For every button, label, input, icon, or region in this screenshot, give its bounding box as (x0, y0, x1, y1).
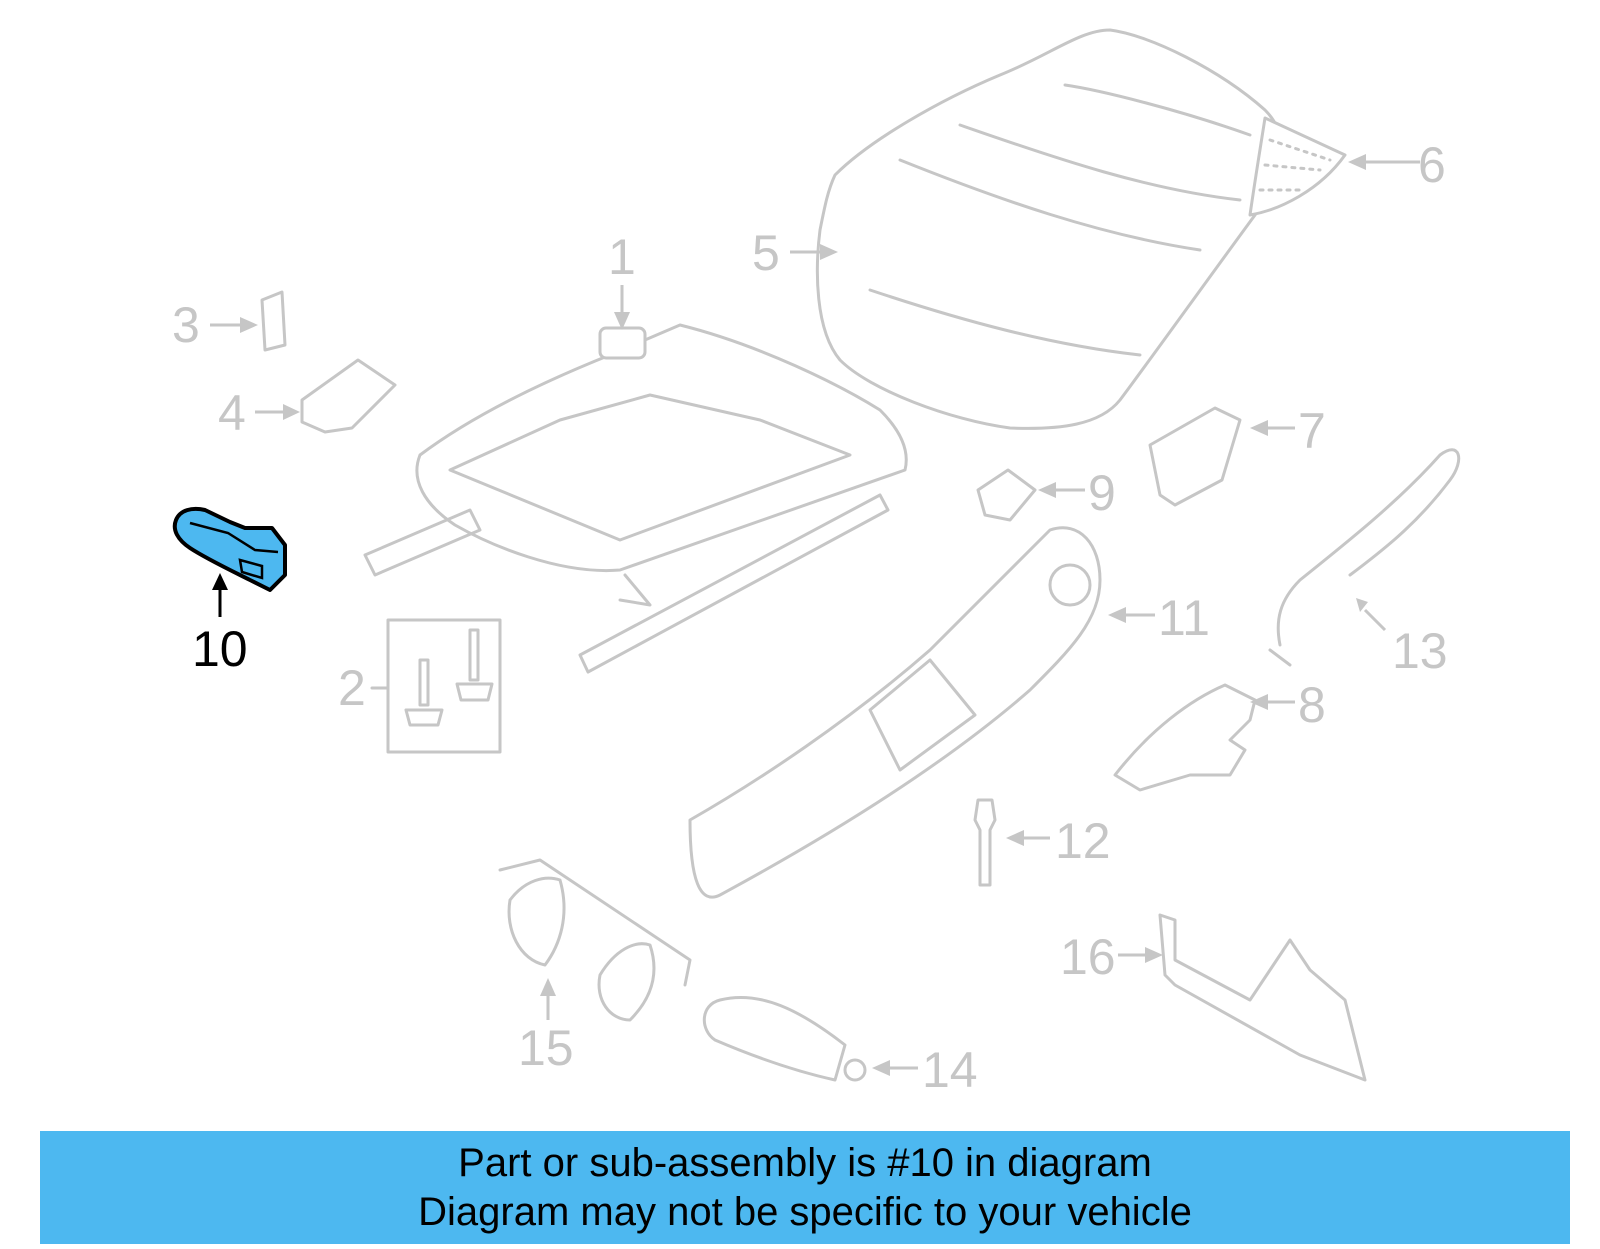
part-2-bolts[interactable] (370, 618, 502, 754)
part-3-clip[interactable] (260, 290, 287, 352)
callout-16: 16 (1060, 929, 1116, 985)
callout-9: 9 (1088, 465, 1116, 521)
callout-4: 4 (218, 385, 246, 441)
part-11-side-shield[interactable] (688, 526, 1102, 899)
callout-14: 14 (922, 1042, 978, 1098)
part-15-bracket[interactable] (498, 858, 692, 1022)
part-13-cable[interactable] (1268, 448, 1461, 667)
callout-7: 7 (1298, 403, 1326, 459)
callout-12: 12 (1055, 813, 1111, 869)
banner-line-2: Diagram may not be specific to your vehi… (418, 1189, 1192, 1234)
leader-arrows (210, 154, 1420, 1076)
callout-2: 2 (338, 660, 366, 716)
callout-11: 11 (1158, 590, 1210, 646)
part-4-bracket[interactable] (300, 358, 397, 434)
part-9-clip[interactable] (976, 468, 1037, 522)
callout-10: 10 (192, 621, 248, 677)
part-8-switch[interactable] (1113, 683, 1257, 792)
banner-line-1: Part or sub-assembly is #10 in diagram (458, 1140, 1152, 1185)
callout-5: 5 (752, 225, 780, 281)
callout-13: 13 (1392, 623, 1448, 679)
part-6-mesh-pad[interactable] (1248, 116, 1347, 217)
callout-15: 15 (518, 1020, 574, 1076)
part-14-cylinder[interactable] (702, 995, 867, 1082)
part-12-push-pin[interactable] (973, 798, 997, 887)
callout-8: 8 (1298, 677, 1326, 733)
leader-arrow-10 (212, 573, 228, 617)
info-banner: Part or sub-assembly is #10 in diagram D… (40, 1131, 1570, 1244)
callout-3: 3 (172, 297, 200, 353)
callout-1: 1 (608, 229, 636, 285)
callout-6: 6 (1418, 137, 1446, 193)
part-16-plate[interactable] (1158, 913, 1367, 1082)
part-10-highlighted[interactable] (172, 506, 287, 592)
part-1-seat-frame[interactable] (363, 323, 908, 674)
part-7-plate[interactable] (1148, 406, 1242, 507)
part-5-seat-cushion[interactable] (815, 28, 1284, 430)
